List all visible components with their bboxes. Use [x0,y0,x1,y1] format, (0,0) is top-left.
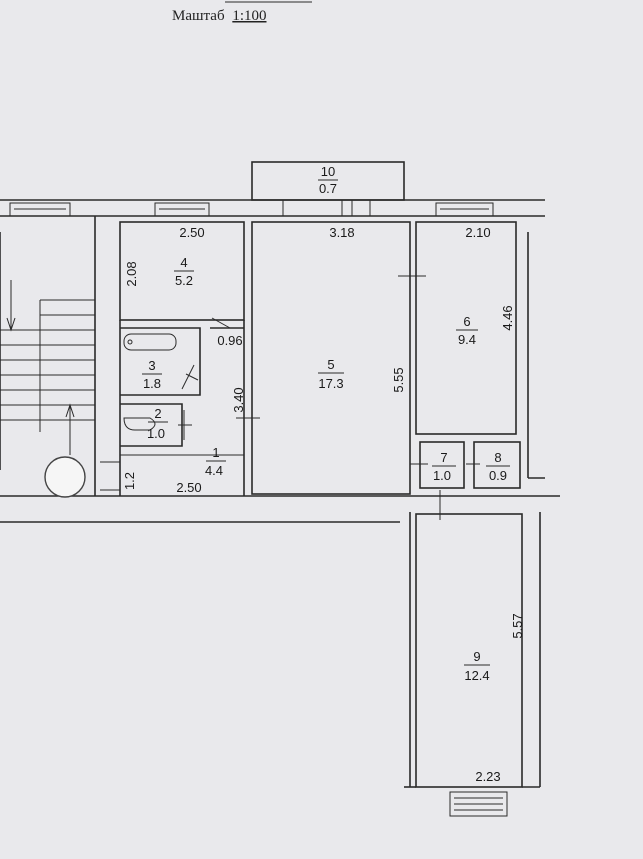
room-area: 12.4 [464,668,489,683]
room-area: 1.0 [433,468,451,483]
scale-prefix: Маштаб [172,8,225,24]
room-area: 17.3 [318,376,343,391]
dimension-labels: 2.50 2.08 0.96 3.40 1.2 2.50 3.18 5.55 2… [122,225,525,784]
dimension-label: 5.57 [510,613,525,638]
room-number: 10 [321,164,335,179]
room-number: 8 [494,450,501,465]
room-number: 5 [327,357,334,372]
dimension-label: 1.2 [122,472,137,490]
dimension-label: 3.18 [329,225,354,240]
room-area: 4.4 [205,463,223,478]
room-area: 5.2 [175,273,193,288]
elevator-shaft [44,456,86,498]
room-area: 0.9 [489,468,507,483]
room-labels: 10 0.7 4 5.2 3 1.8 2 1.0 1 4.4 5 17.3 6 … [142,164,510,683]
room-number: 9 [473,649,480,664]
dimension-label: 2.08 [124,261,139,286]
room-area: 9.4 [458,332,476,347]
windows [9,202,508,817]
dimension-label: 4.46 [500,305,515,330]
interior-walls [119,221,545,788]
scale-label: Маштаб 1:100 [172,8,267,24]
room-number: 7 [440,450,447,465]
dimension-label: 3.40 [231,387,246,412]
room-number: 4 [180,255,187,270]
room-number: 3 [148,358,155,373]
scale-value: 1:100 [232,8,266,24]
dimension-label: 2.50 [179,225,204,240]
dimension-label: 2.50 [176,480,201,495]
room-area: 0.7 [319,181,337,196]
room-area: 1.8 [143,376,161,391]
dimension-label: 2.23 [475,769,500,784]
room-number: 6 [463,314,470,329]
room-number: 1 [212,445,219,460]
exterior-walls [0,161,560,523]
dimension-label: 5.55 [391,367,406,392]
staircase [0,216,96,498]
dimension-label: 2.10 [465,225,490,240]
room-area: 1.0 [147,426,165,441]
room-number: 2 [154,406,161,421]
dimension-label: 0.96 [217,333,242,348]
fixtures [100,275,480,520]
